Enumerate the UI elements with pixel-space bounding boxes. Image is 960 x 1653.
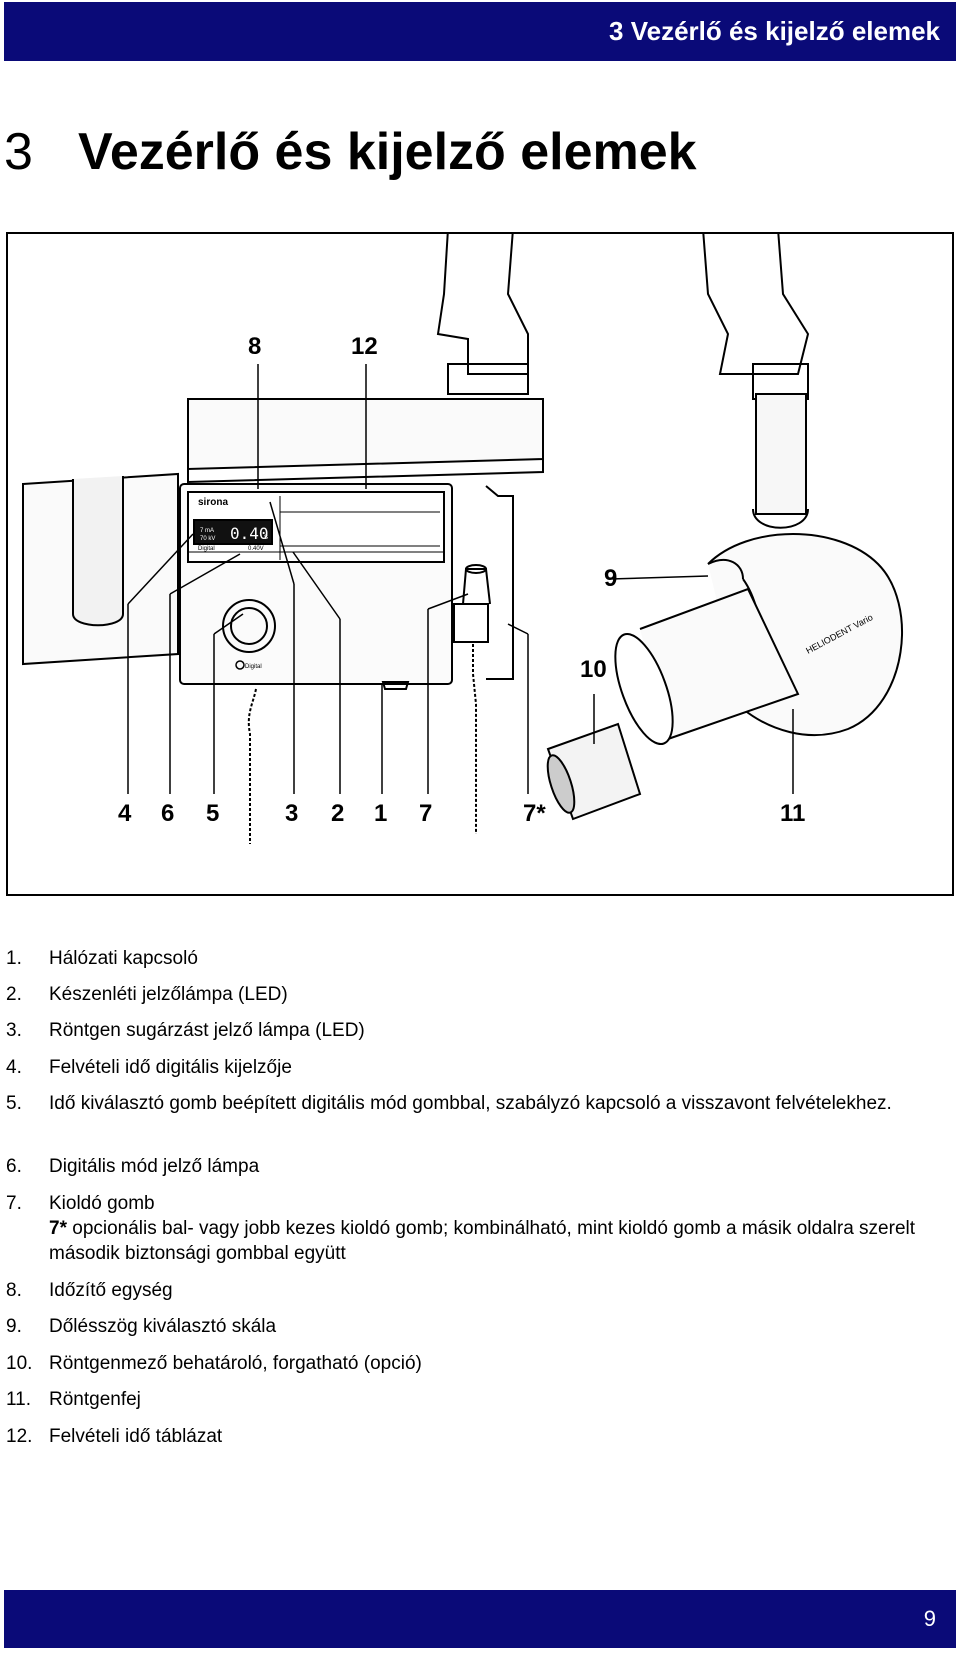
callout-7: 7 — [419, 800, 432, 827]
list-item: 5.Idő kiválasztó gomb beépített digitáli… — [6, 1093, 892, 1114]
list-item: 12.Felvételi idő táblázat — [6, 1426, 223, 1447]
list-item: 2.Készenléti jelzőlámpa (LED) — [6, 984, 288, 1005]
digital-mode-indicator — [235, 660, 245, 670]
list-item: 9.Dőlésszög kiválasztó skála — [6, 1316, 277, 1337]
panel-label-ma: 7 mA — [200, 528, 214, 534]
tubehead-scale — [707, 559, 744, 580]
upper-arm-left — [436, 234, 529, 375]
release-button — [462, 568, 491, 605]
callout-lines — [127, 364, 794, 794]
left-housing-cylinder — [72, 476, 124, 627]
tube-collar — [752, 508, 809, 529]
callout-8: 8 — [248, 333, 261, 360]
panel-digital-label: Digital — [198, 546, 215, 552]
list-item: 10.Röntgenmező behatároló, forgatható (o… — [6, 1353, 422, 1374]
chapter-number: 3 — [4, 123, 33, 181]
list-item: 11.Röntgenfej — [6, 1389, 141, 1410]
callout-11: 11 — [780, 800, 805, 827]
panel-brand: sirona — [198, 497, 228, 508]
time-display — [193, 519, 273, 545]
power-switch — [381, 681, 410, 690]
header-bar: 3 Vezérlő és kijelző elemek — [4, 2, 956, 61]
device-illustration: sirona 7 mA 70 kV 0.40 s Digital 0.40V D… — [22, 234, 903, 844]
control-unit-side — [485, 485, 514, 680]
knob-label: Digital — [245, 664, 262, 670]
time-selector-knob-inner — [230, 607, 268, 645]
callout-3: 3 — [285, 800, 298, 827]
display-unit: s — [264, 532, 268, 541]
list-subitem: 7* opcionális bal- vagy jobb kezes kiold… — [49, 1218, 916, 1264]
display-value: 0.40 — [230, 524, 269, 543]
header-title: 3 Vezérlő és kijelző elemek — [609, 16, 940, 46]
tube-cone — [639, 587, 800, 740]
list-item: 6.Digitális mód jelző lámpa — [6, 1156, 260, 1177]
release-button-holder — [453, 603, 489, 643]
chapter-title: Vezérlő és kijelző elemek — [78, 123, 697, 181]
callout-1: 1 — [374, 800, 387, 827]
chapter-heading: 3 Vezérlő és kijelző elemek — [4, 122, 697, 182]
list-item: 8.Időzítő egység — [6, 1280, 173, 1301]
cone-opening — [614, 632, 674, 746]
callout-2: 2 — [331, 800, 344, 827]
time-selector-knob — [222, 599, 276, 653]
callout-4: 4 — [118, 800, 132, 827]
list-item: 4.Felvételi idő digitális kijelzője — [6, 1057, 292, 1078]
device-figure: sirona 7 mA 70 kV 0.40 s Digital 0.40V D… — [6, 232, 954, 896]
cable-release — [472, 644, 477, 834]
callout-7-star: 7* — [523, 800, 546, 827]
callout-12: 12 — [351, 333, 378, 360]
vertical-tube — [755, 393, 807, 515]
callout-9: 9 — [604, 565, 617, 592]
list-item: 1.Hálózati kapcsoló — [6, 948, 198, 969]
callout-10: 10 — [580, 656, 607, 683]
page-number: 9 — [923, 1606, 936, 1631]
arm-joint-left — [447, 363, 529, 395]
list-item: 3.Röntgen sugárzást jelző lámpa (LED) — [6, 1020, 365, 1041]
panel-kv-label: 0.40V — [248, 546, 264, 552]
callout-5: 5 — [206, 800, 219, 827]
panel-label-kv: 70 kV — [200, 536, 215, 542]
upper-arm-right — [702, 234, 810, 375]
footer-bar: 9 — [4, 1590, 956, 1648]
callout-6: 6 — [161, 800, 174, 827]
collimator-opening — [546, 754, 576, 814]
cable-left — [247, 688, 257, 844]
list-item: 7. Kioldó gomb 7* opcionális bal- vagy j… — [6, 1191, 956, 1266]
